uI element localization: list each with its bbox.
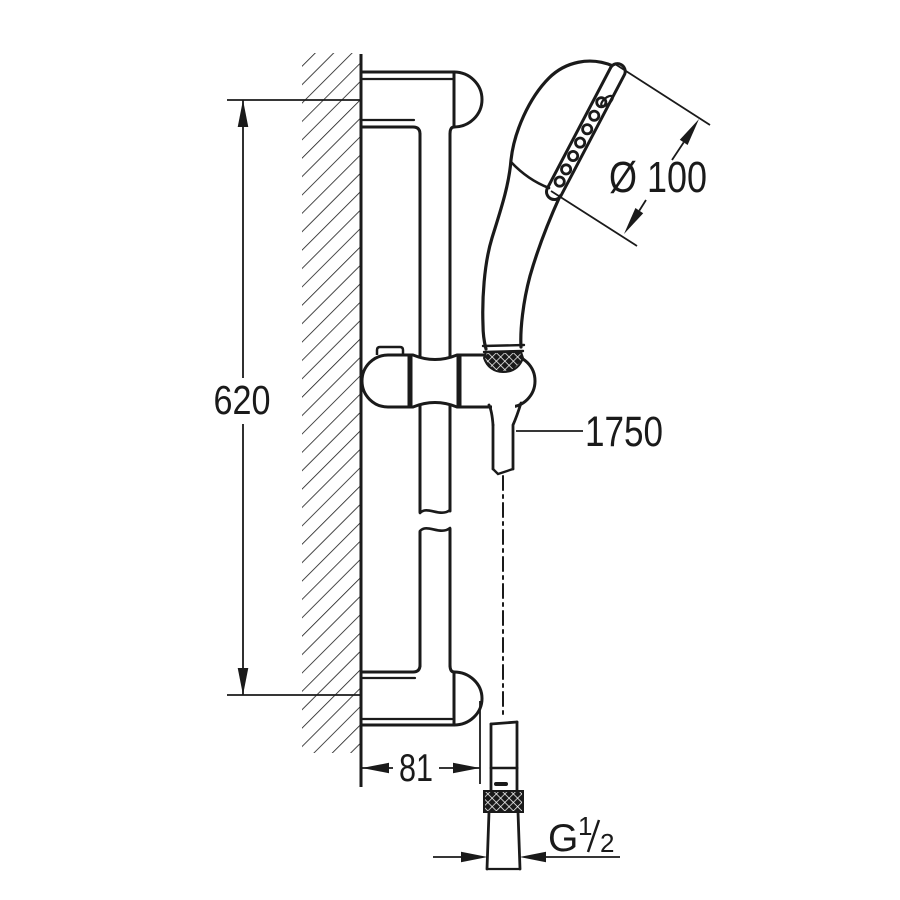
arrow-up-icon <box>237 100 249 127</box>
hose-exit-cover <box>492 402 515 410</box>
spray-nozzles <box>553 96 608 188</box>
hand-shower <box>481 59 627 373</box>
handle-knurled-nut <box>483 351 524 373</box>
shower-head-body <box>481 59 615 351</box>
top-bracket-cap <box>452 70 484 129</box>
dimension-bracket-offset: 81 <box>362 701 481 790</box>
top-bracket <box>359 70 484 136</box>
arrow-right-icon <box>453 762 480 774</box>
thread-letter: G <box>548 817 578 860</box>
thread-tube <box>485 810 522 871</box>
handle-collar <box>481 343 526 354</box>
fraction-slash <box>586 819 601 853</box>
shower-hose <box>487 401 523 720</box>
arrow-in-left-icon <box>519 851 546 863</box>
arrow-down-icon <box>237 668 249 695</box>
dimension-rail-length: 620 <box>214 99 361 696</box>
arrow-lower-icon <box>624 208 644 234</box>
dim-label-81: 81 <box>399 747 433 790</box>
head-neck-line <box>509 160 551 190</box>
arrow-in-right-icon <box>461 851 488 863</box>
hose-fitting <box>483 720 524 871</box>
arrow-upper-icon <box>679 119 699 145</box>
handle-right-edge <box>519 194 562 349</box>
fitting-knurled-nut <box>483 790 524 813</box>
dimension-head-diameter: Ø 100 <box>550 63 711 247</box>
slide-rail <box>418 132 452 668</box>
dim-label-620: 620 <box>214 377 271 423</box>
wall-hatch <box>302 53 361 753</box>
dimension-thread: G 1 2 <box>433 811 620 863</box>
wall <box>302 53 363 787</box>
logo-spot <box>600 94 614 108</box>
dim-label-1750: 1750 <box>585 408 663 456</box>
rail-break-upper <box>418 508 452 515</box>
dim-label-diameter: Ø 100 <box>609 153 707 202</box>
arrow-left-icon <box>362 762 389 774</box>
thread-numerator: 1 <box>578 811 592 841</box>
holder-lock-button <box>375 345 405 355</box>
hose-cut-end <box>491 467 515 476</box>
rail-break-lower <box>418 526 452 533</box>
thread-denominator: 2 <box>600 828 614 858</box>
bottom-bracket-cap <box>452 670 484 727</box>
dimension-hose-length: 1750 <box>516 408 663 456</box>
bottom-bracket <box>359 663 484 727</box>
